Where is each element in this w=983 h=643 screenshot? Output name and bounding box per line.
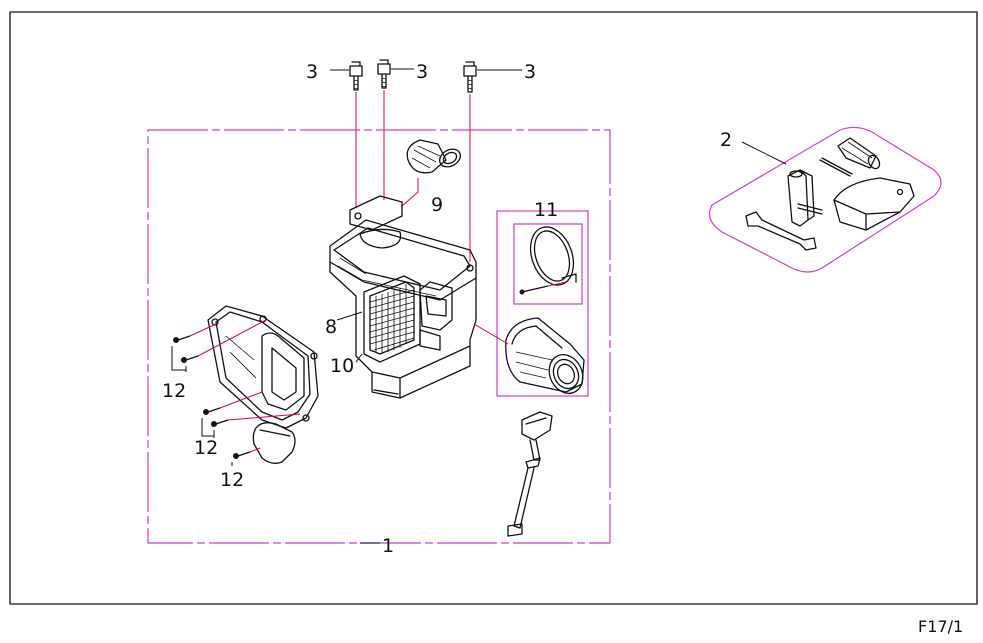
intake-elbow-part	[406, 139, 461, 174]
callout-foam-seal: 10	[330, 355, 354, 377]
callout-element: 8	[325, 316, 337, 338]
screw-icon	[233, 451, 251, 459]
callout-assembly: 1	[382, 535, 394, 557]
callout-tool-kit: 2	[720, 129, 732, 151]
callout-screw-c: 12	[220, 469, 244, 491]
screw-icon	[211, 419, 229, 427]
screwdriver-tool-part	[837, 137, 881, 170]
callout-bolt-c: 3	[524, 61, 536, 83]
page-code: F17/1	[918, 617, 963, 636]
bolt-icon	[463, 61, 477, 93]
intake-joint-part	[505, 317, 585, 394]
tool-kit-outline	[709, 126, 942, 273]
tool-bag-part	[833, 177, 915, 231]
cover-cap-part	[252, 422, 296, 464]
bolt-icon	[349, 61, 363, 91]
screw-icon	[173, 335, 191, 343]
clamp-group-outline	[513, 223, 583, 305]
air-box-housing-part	[329, 195, 477, 399]
screw-icon	[203, 407, 221, 415]
assembly-group-outline	[147, 129, 611, 544]
drain-tube-part	[507, 411, 553, 537]
callout-screw-a: 12	[162, 380, 186, 402]
callout-bolt-a: 3	[306, 61, 318, 83]
bolt-icon	[377, 59, 391, 89]
clamp-band-part	[519, 226, 577, 295]
filter-cover-part	[207, 305, 319, 429]
callout-screw-b: 12	[194, 437, 218, 459]
joint-group-outline	[496, 210, 589, 397]
drawing-frame	[9, 11, 978, 605]
callout-joint-group: 11	[534, 199, 558, 221]
socket-wrench-part	[787, 169, 823, 227]
screw-icon	[181, 355, 199, 363]
callout-bolt-b: 3	[416, 61, 428, 83]
callout-intake-elbow: 9	[431, 194, 443, 216]
filter-element-part	[363, 275, 421, 363]
pin-tool-part	[819, 157, 853, 177]
spanner-tool-part	[745, 211, 817, 251]
